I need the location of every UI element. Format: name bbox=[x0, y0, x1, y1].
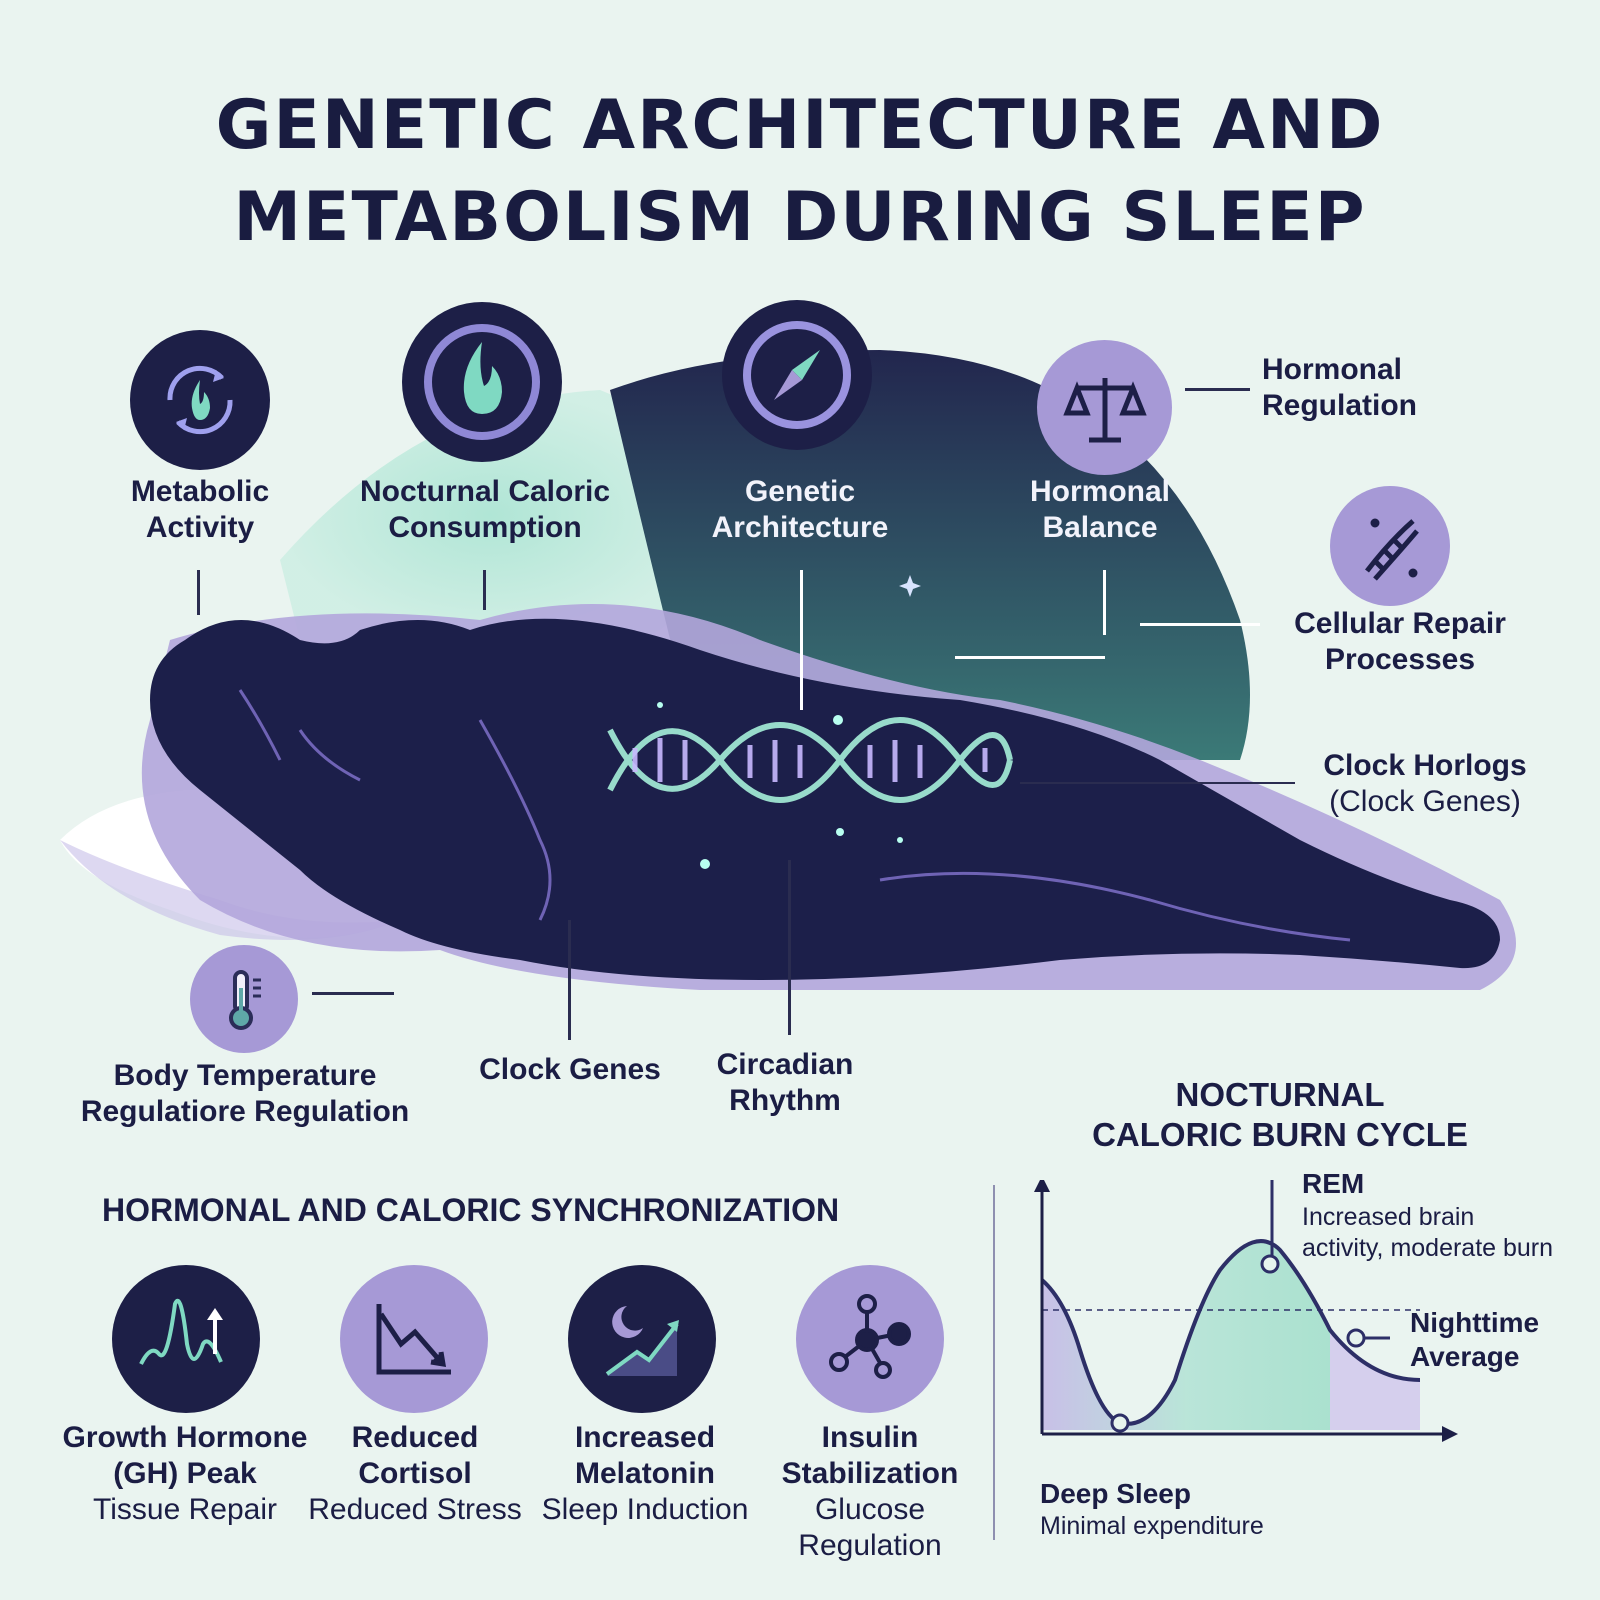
dna-icon bbox=[1330, 486, 1450, 606]
thermometer-icon bbox=[190, 945, 298, 1053]
growth-hormone-label: Growth Hormone(GH) Peak Tissue Repair bbox=[62, 1421, 308, 1526]
moon-rising-icon bbox=[568, 1265, 716, 1413]
clock-genes-label: Clock Genes bbox=[479, 1053, 661, 1086]
page-title: GENETIC ARCHITECTURE AND METABOLISM DURI… bbox=[0, 80, 1600, 264]
title-line-2: METABOLISM DURING SLEEP bbox=[233, 178, 1367, 257]
connector-line bbox=[1103, 570, 1106, 635]
deep-sleep-description: Minimal expenditure bbox=[1040, 1512, 1264, 1540]
title-line-1: GENETIC ARCHITECTURE AND bbox=[215, 86, 1385, 165]
connector-line bbox=[197, 570, 200, 615]
connector-line bbox=[1140, 623, 1260, 626]
connector-line bbox=[568, 920, 571, 1040]
flame-icon bbox=[402, 302, 562, 462]
connector-line bbox=[1020, 782, 1295, 784]
connector-line bbox=[955, 656, 1105, 659]
growth-wave-icon bbox=[112, 1265, 260, 1413]
rem-title: REM bbox=[1302, 1168, 1365, 1199]
section-divider bbox=[993, 1185, 995, 1540]
sync-heading: HORMONAL AND CALORIC SYNCHRONIZATION bbox=[102, 1192, 840, 1228]
deep-sleep-title: Deep Sleep bbox=[1040, 1478, 1191, 1509]
connector-line bbox=[483, 570, 486, 610]
burn-cycle-graph bbox=[1034, 1180, 1458, 1442]
connector-line bbox=[800, 570, 803, 710]
declining-chart-icon bbox=[340, 1265, 488, 1413]
sleeping-figure bbox=[150, 618, 1500, 980]
recycle-flame-icon bbox=[130, 330, 270, 470]
connector-line bbox=[1185, 388, 1250, 391]
clock-horlogs-label: Clock Horlogs(Clock Genes) bbox=[1323, 749, 1527, 818]
compass-icon bbox=[722, 300, 872, 450]
connector-line bbox=[312, 992, 394, 995]
scales-icon bbox=[1037, 340, 1172, 475]
molecule-icon bbox=[796, 1265, 944, 1413]
dna-helix bbox=[607, 717, 1013, 803]
connector-line bbox=[788, 860, 791, 1035]
